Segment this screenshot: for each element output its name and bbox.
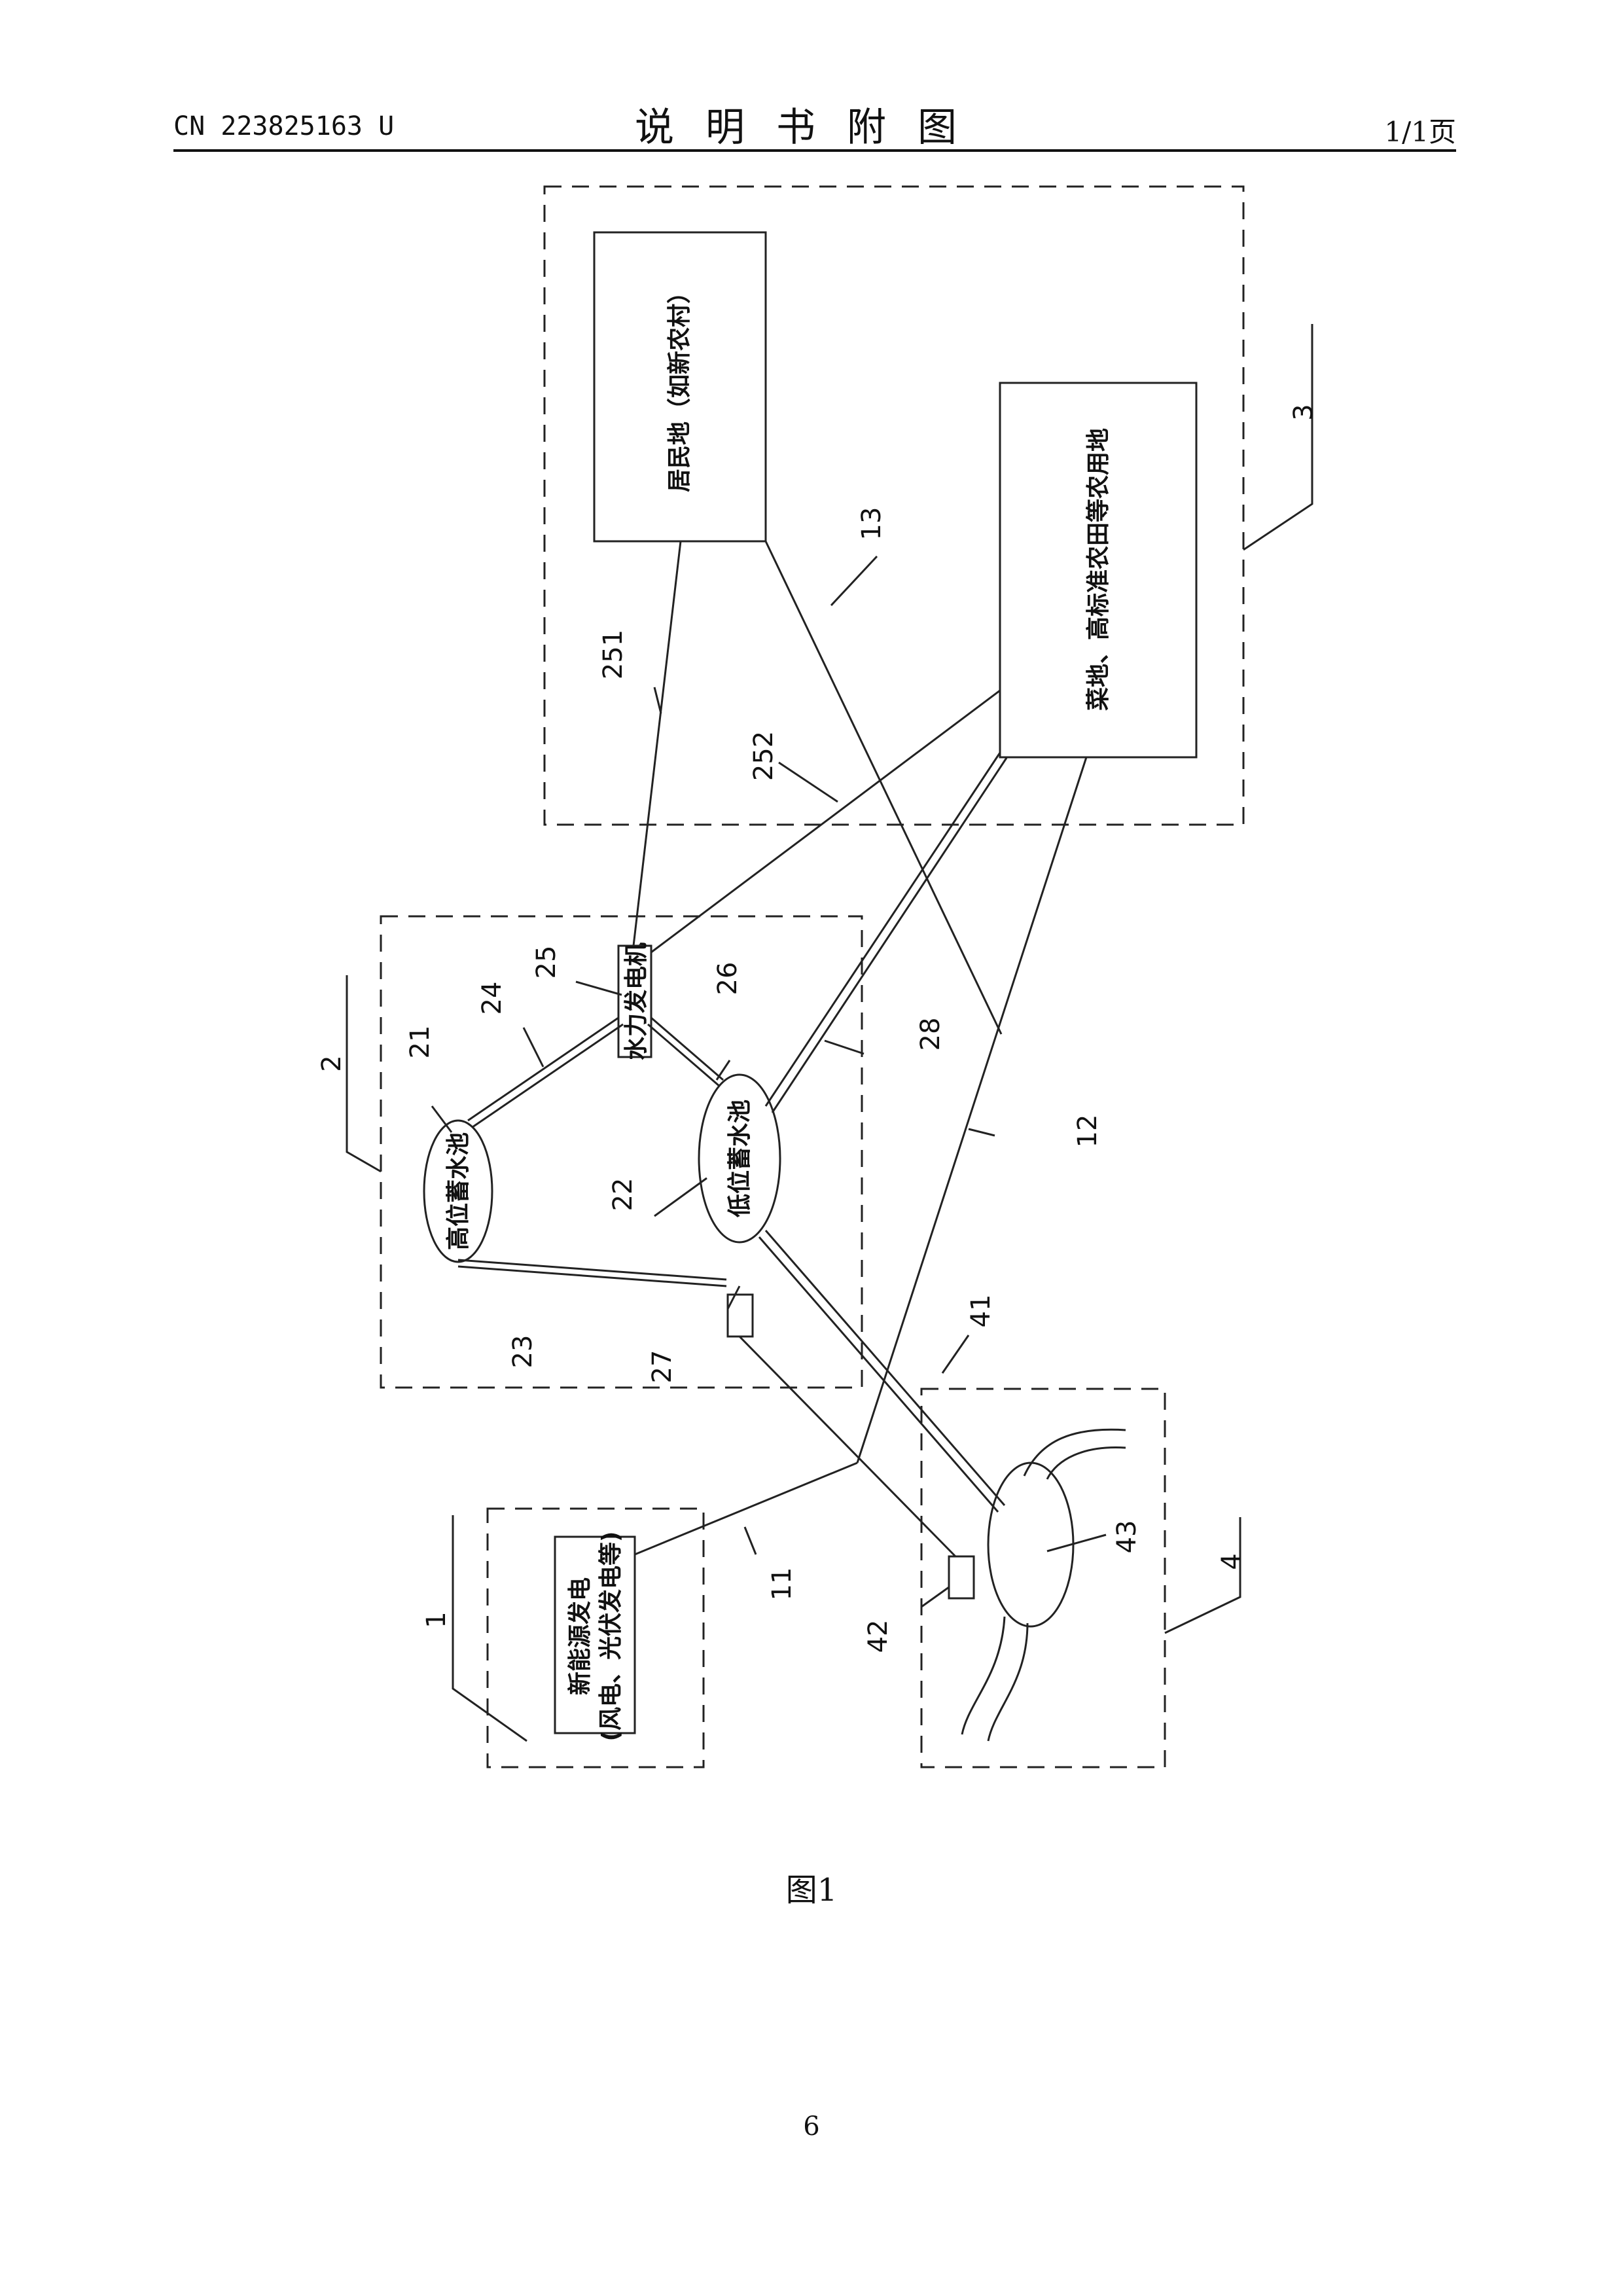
low-reservoir-label: 低位蓄水池 (726, 1100, 753, 1217)
line-251 (633, 541, 681, 946)
page-number: 6 (0, 2111, 1623, 2142)
high-reservoir-label: 高位蓄水池 (445, 1132, 472, 1250)
ref-3: 3 (1289, 404, 1319, 420)
region-1-dashed-box (488, 1509, 704, 1767)
pipe-low-to-river (766, 1230, 1005, 1505)
figure-caption: 图1 (0, 1864, 1623, 1910)
line-12 (857, 757, 1086, 1463)
pipe-26 (651, 1018, 723, 1080)
ref-252: 252 (749, 731, 779, 781)
ref-42: 42 (863, 1620, 893, 1653)
ref-12: 12 (1073, 1115, 1103, 1148)
leader-2 (347, 975, 381, 1172)
new-energy-label-2: (风电、光伏发电等) (597, 1532, 624, 1742)
ref-11: 11 (767, 1568, 797, 1601)
river-pool-ellipse (988, 1463, 1073, 1626)
ref-22: 22 (608, 1178, 638, 1211)
pump-42 (949, 1556, 974, 1598)
pipe-28 (766, 753, 1000, 1106)
leader-4 (1165, 1517, 1240, 1633)
pipe-24 (468, 1018, 618, 1121)
ref-21: 21 (405, 1026, 435, 1059)
ref-24: 24 (477, 982, 507, 1015)
ref-1: 1 (421, 1611, 452, 1628)
turbine-label: 水力发电机 (623, 942, 650, 1060)
river-curve-lower-2 (988, 1623, 1027, 1741)
new-energy-label-1: 新能源发电 (567, 1577, 594, 1695)
ref-26: 26 (713, 962, 743, 996)
ref-28: 28 (916, 1018, 946, 1051)
leader-1 (453, 1515, 527, 1741)
ref-13: 13 (857, 507, 887, 541)
farmland-label: 菜地、高标准农田等农用地 (1085, 428, 1112, 711)
ref-23: 23 (508, 1335, 538, 1369)
ref-27: 27 (647, 1350, 677, 1384)
line-27-to-42 (740, 1336, 955, 1556)
leader-3 (1243, 324, 1312, 550)
ref-2: 2 (317, 1055, 347, 1071)
ref-25: 25 (531, 946, 562, 979)
ref-41: 41 (966, 1295, 996, 1328)
line-252 (651, 691, 1000, 952)
ref-4: 4 (1217, 1553, 1247, 1570)
residential-label: 居民地（如新农村） (666, 280, 693, 492)
ref-251: 251 (598, 630, 628, 679)
ref-43: 43 (1112, 1520, 1142, 1554)
river-curve-upper-2 (1047, 1448, 1126, 1479)
line-13 (766, 541, 1001, 1034)
region-3-dashed-box (544, 187, 1243, 825)
region-4-dashed-box (921, 1389, 1165, 1767)
river-curve-upper (1024, 1429, 1126, 1476)
